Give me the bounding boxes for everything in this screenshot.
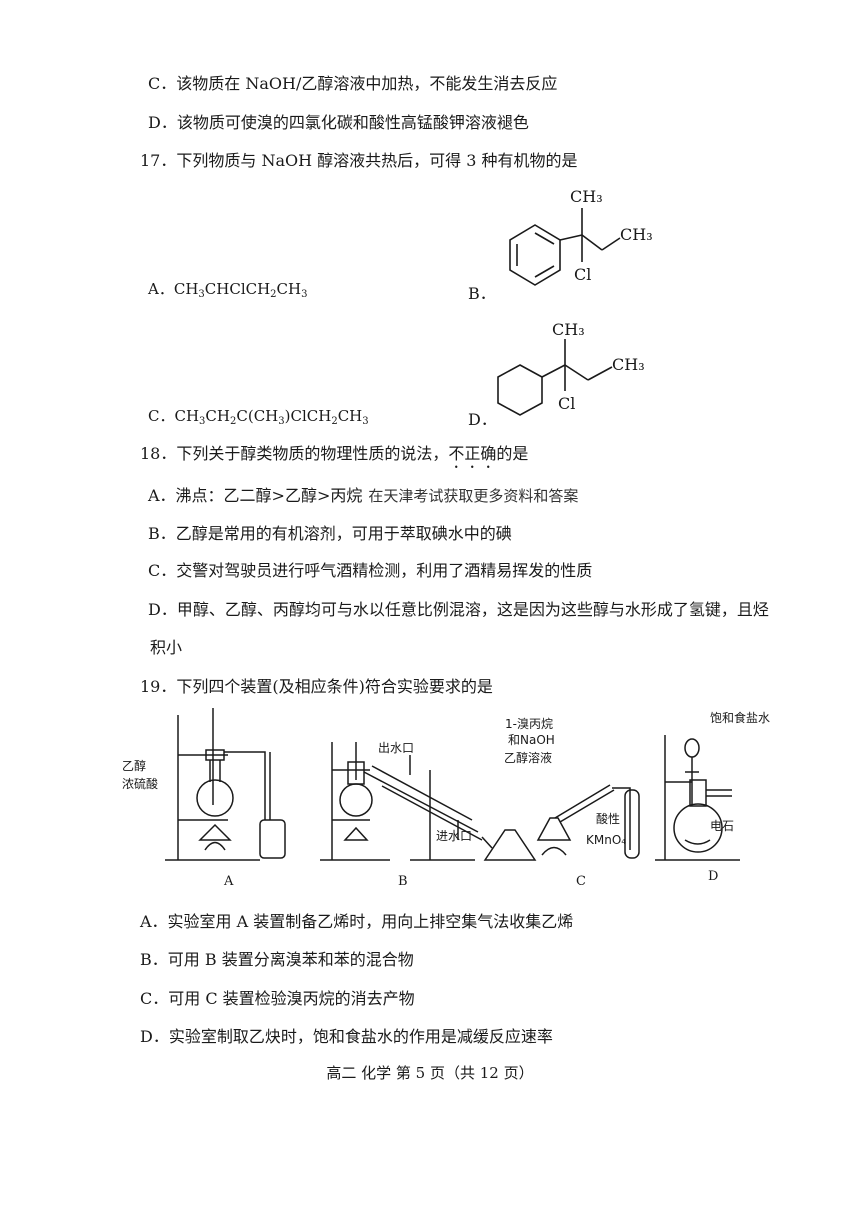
- apparatus-label-b: B: [398, 874, 408, 889]
- c-reagent-naoh: 和NaOH: [508, 733, 555, 747]
- b-water-outlet: 出水口: [378, 741, 414, 755]
- d-reagent-calcium-carbide: 电石: [710, 819, 734, 833]
- b-water-inlet: 进水口: [436, 829, 472, 843]
- q17-option-a: A．CH3CHClCH2CH3: [148, 280, 308, 300]
- q17-option-d-label: D．: [468, 410, 497, 429]
- c-reagent-ethanol-solution: 乙醇溶液: [504, 750, 552, 765]
- d-reagent-saturated-brine: 饱和食盐水: [710, 710, 770, 725]
- q18-option-d-continued: 积小: [150, 638, 183, 657]
- methyl-top-label: CH₃: [570, 187, 603, 206]
- chloro-label: Cl: [574, 265, 591, 284]
- apparatus-a: 乙醇 浓硫酸 A: [122, 708, 286, 889]
- apparatus-label-d: D: [708, 869, 718, 884]
- apparatus-c: 1-溴丙烷 和NaOH 乙醇溶液 酸性 KMnO₄ C: [504, 717, 640, 889]
- q17-stem: 17．下列物质与 NaOH 醇溶液共热后，可得 3 种有机物的是: [140, 151, 578, 170]
- apparatus-b: 出水口 进水口 B: [320, 741, 537, 889]
- watermark-text: 在天津考试获取更多资料和答案: [368, 487, 579, 505]
- q17-option-c: C．CH3CH2C(CH3)ClCH2CH3: [148, 407, 369, 427]
- q19-option-a: A．实验室用 A 装置制备乙烯时，用向上排空集气法收集乙烯: [140, 912, 574, 931]
- methyl-right-label: CH₃: [612, 355, 645, 374]
- apparatus-label-a: A: [223, 874, 234, 889]
- q19-apparatus-figure: 乙醇 浓硫酸 A 出水口 进水口 B 1-溴丙烷 和NaOH 乙醇: [122, 708, 770, 889]
- q18-stem-emphasis: 不正确: [448, 444, 497, 463]
- q18-stem: 18．下列关于醇类物质的物理性质的说法，不正确的是: [140, 440, 528, 472]
- methyl-top-label: CH₃: [552, 320, 585, 339]
- option-label: A．: [148, 280, 174, 298]
- option-label: C．: [148, 407, 175, 425]
- q19-option-d: D．实验室制取乙炔时，饱和食盐水的作用是减缓反应速率: [140, 1027, 553, 1046]
- c-reagent-bromopropane: 1-溴丙烷: [505, 717, 553, 731]
- c-oxidant-kmno4: KMnO₄: [586, 833, 626, 847]
- a-reagent-ethanol: 乙醇: [122, 758, 146, 773]
- q19-option-c: C．可用 C 装置检验溴丙烷的消去产物: [140, 989, 415, 1008]
- a-reagent-sulfuric-acid: 浓硫酸: [122, 776, 158, 791]
- q18-stem-end: 的是: [496, 444, 529, 463]
- c-oxidant-acidic: 酸性: [596, 811, 620, 826]
- q19-stem: 19．下列四个装置(及相应条件)符合实验要求的是: [140, 677, 493, 696]
- q18-stem-text: 18．下列关于醇类物质的物理性质的说法，: [140, 444, 449, 463]
- q17-option-b-label: B．: [468, 284, 496, 303]
- methyl-right-label: CH₃: [620, 225, 653, 244]
- q18-option-c: C．交警对驾驶员进行呼气酒精检测，利用了酒精易挥发的性质: [148, 561, 593, 580]
- q18-option-d: D．甲醇、乙醇、丙醇均可与水以任意比例混溶，这是因为这些醇与水形成了氢键，且烃: [148, 600, 769, 619]
- q18-option-a-text: A．沸点：乙二醇>乙醇>丙烷: [148, 486, 363, 505]
- q19-option-b: B．可用 B 装置分离溴苯和苯的混合物: [140, 950, 414, 969]
- q17-structure-b: CH₃ CH₃ Cl: [509, 187, 653, 286]
- page-footer: 高二 化学 第 5 页（共 12 页）: [326, 1064, 534, 1082]
- q16-option-c: C．该物质在 NaOH/乙醇溶液中加热，不能发生消去反应: [148, 74, 558, 93]
- q18-option-a: A．沸点：乙二醇>乙醇>丙烷在天津考试获取更多资料和答案: [148, 482, 578, 506]
- q16-option-d: D．该物质可使溴的四氯化碳和酸性高锰酸钾溶液褪色: [148, 113, 529, 132]
- q17-structure-d: CH₃ CH₃ Cl: [497, 320, 645, 416]
- chloro-label: Cl: [558, 394, 575, 413]
- q18-option-b: B．乙醇是常用的有机溶剂，可用于萃取碘水中的碘: [148, 524, 512, 543]
- apparatus-d: 饱和食盐水 电石 D: [655, 710, 770, 884]
- apparatus-label-c: C: [576, 874, 586, 889]
